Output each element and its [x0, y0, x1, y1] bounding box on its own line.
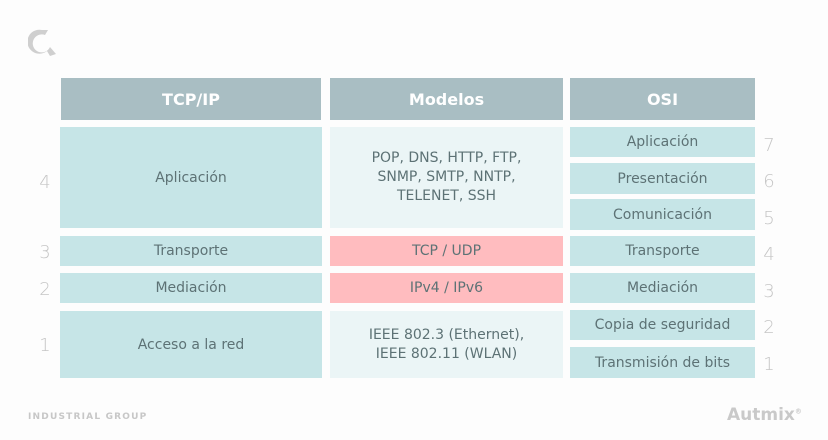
osi-num: 5 — [763, 207, 775, 229]
tcpip-num: 2 — [39, 278, 51, 300]
osi-num: 6 — [763, 170, 775, 192]
registered-mark: ® — [794, 407, 802, 416]
osi-layer-comunicacion: Comunicación — [570, 199, 755, 230]
model-line: IEEE 802.3 (Ethernet), — [368, 326, 525, 343]
model-application-protocols: POP, DNS, HTTP, FTP, SNMP, SMTP, NNTP, T… — [330, 127, 563, 228]
tcpip-num: 4 — [39, 171, 51, 193]
osi-num: 2 — [763, 316, 775, 338]
osi-layer-transporte: Transporte — [570, 236, 755, 266]
tcpip-layer-acceso: Acceso a la red — [60, 311, 322, 378]
tcpip-num: 3 — [39, 241, 51, 263]
brand-name: Autmix — [727, 405, 795, 425]
model-network-protocols: IPv4 / IPv6 — [330, 273, 563, 303]
model-line: SNMP, SMTP, NNTP, — [377, 169, 516, 185]
tcpip-layer-transporte: Transporte — [60, 236, 322, 266]
header-tcpip: TCP/IP — [61, 78, 321, 120]
footer-industrial-group: INDUSTRIAL GROUP — [28, 412, 148, 422]
osi-num: 4 — [763, 243, 775, 265]
osi-layer-transmision: Transmisión de bits — [570, 347, 755, 378]
osi-layer-mediacion: Mediación — [570, 273, 755, 303]
model-transport-protocols: TCP / UDP — [330, 236, 563, 266]
osi-layer-aplicacion: Aplicación — [570, 127, 755, 157]
model-line: IEEE 802.11 (WLAN) — [375, 345, 518, 362]
logo-icon — [28, 29, 56, 56]
model-link-protocols: IEEE 802.3 (Ethernet), IEEE 802.11 (WLAN… — [330, 311, 563, 378]
model-line: POP, DNS, HTTP, FTP, — [371, 150, 522, 166]
tcpip-layer-mediacion: Mediación — [60, 273, 322, 303]
header-osi: OSI — [570, 78, 755, 120]
osi-layer-presentacion: Presentación — [570, 163, 755, 194]
model-line: TELENET, SSH — [396, 188, 497, 204]
osi-num: 3 — [763, 280, 775, 302]
osi-layer-copia: Copia de seguridad — [570, 310, 755, 340]
tcpip-layer-aplicacion: Aplicación — [60, 127, 322, 228]
osi-num: 7 — [763, 134, 775, 156]
brand-logo: Autmix® — [727, 405, 802, 425]
tcpip-num: 1 — [39, 334, 51, 356]
header-models: Modelos — [330, 78, 563, 120]
osi-num: 1 — [763, 353, 775, 375]
